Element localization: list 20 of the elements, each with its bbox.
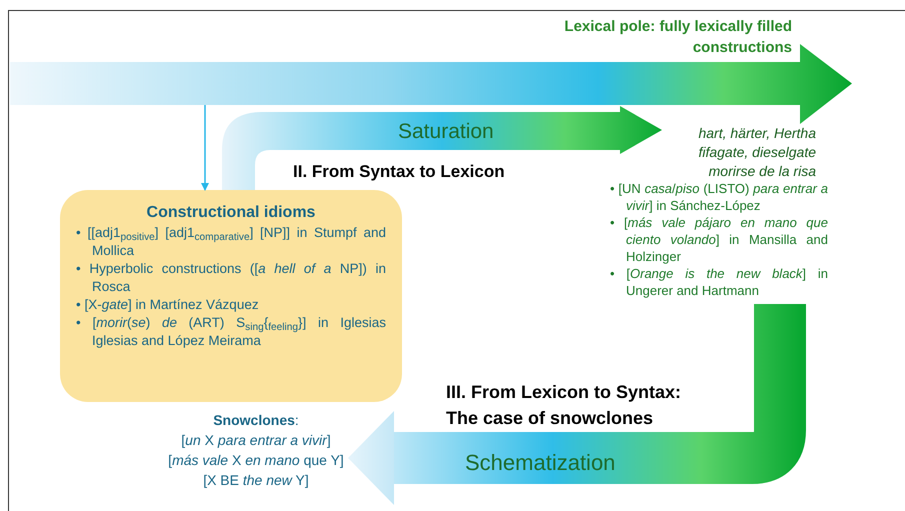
- example-text: [más vale X en mano que Y]: [168, 451, 344, 470]
- section-heading: III. From Lexicon to Syntax: The case of snowclones: [446, 381, 682, 430]
- box-heading: Constructional idioms: [146, 203, 316, 223]
- example-text: [X BE the new Y]: [203, 471, 309, 490]
- arrow-label: Saturation: [398, 119, 494, 145]
- section-heading: II. From Syntax to Lexicon: [293, 161, 506, 183]
- rounded-box: [60, 190, 402, 402]
- bent-arrow: [222, 106, 662, 190]
- example-text: hart, härter, Hertha: [697, 124, 816, 143]
- pole-label: Lexical pole: fully lexically filled constructions: [563, 17, 792, 58]
- list-heading: Snowclones:: [213, 411, 299, 430]
- example-text: fifagate, dieselgate: [697, 143, 816, 162]
- list-item: • [morir(se) de (ART) S$_{sing}${$_{feeling}$}] in Iglesias Iglesias and López Meirama: [76, 314, 386, 350]
- list-item: • [Orange is the new black] in Ungerer and Hartmann: [610, 265, 828, 299]
- arrow: [201, 105, 209, 191]
- list-item: • [más vale pájaro en mano que ciento volando] in Mansilla and Holzinger: [610, 214, 828, 265]
- list-item: • [X-gate] in Martínez Vázquez: [76, 296, 260, 314]
- example-text: morirse de la risa: [708, 162, 816, 181]
- arrow-label: Schematization: [465, 449, 616, 477]
- example-text: [un X para entrar a vivir]: [181, 431, 331, 450]
